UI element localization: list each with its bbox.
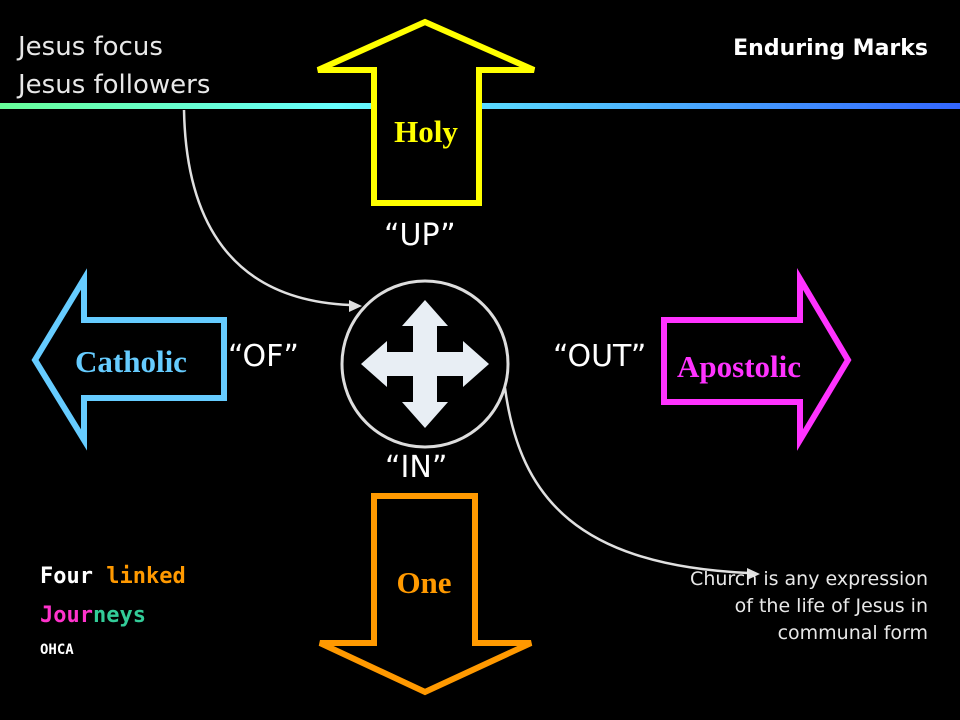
down-arrow-one [318,493,533,696]
direction-label-of: “OF” [228,339,299,374]
up-arrow-holy [316,18,536,206]
mark-label-catholic: Catholic [75,344,187,379]
connector-arrowhead-definition [747,568,760,580]
direction-label-in: “IN” [385,450,448,485]
journeys-word-linked: linked [106,564,186,589]
abbrev-ohca: OHCA [40,642,74,658]
journeys-word-neys: neys [92,603,146,628]
connector-curve-focus [182,109,351,307]
church-definition: Church is any expression of the life of … [690,568,928,644]
journeys-word-jour: Jour [40,603,93,628]
direction-label-out: “OUT” [553,339,647,374]
mark-label-one: One [396,565,452,600]
direction-label-up: “UP” [384,218,456,253]
connector-curve-definition [503,387,749,575]
mark-label-holy: Holy [394,114,458,149]
journeys-word-four: Four [40,564,93,589]
journeys-line-2: Journeys [40,603,146,628]
focus-text: Jesus focus Jesus followers [18,28,210,104]
right-arrow-apostolic [661,268,852,451]
focus-line-1: Jesus focus [18,32,163,62]
four-way-move-icon [361,300,489,428]
slide-title: Enduring Marks [733,36,928,61]
mark-label-apostolic: Apostolic [677,349,801,384]
focus-line-2: Jesus followers [18,70,211,100]
journeys-line-1: Four linked [40,564,186,589]
connector-arrowhead-focus [349,300,362,312]
left-arrow-catholic [31,268,227,451]
